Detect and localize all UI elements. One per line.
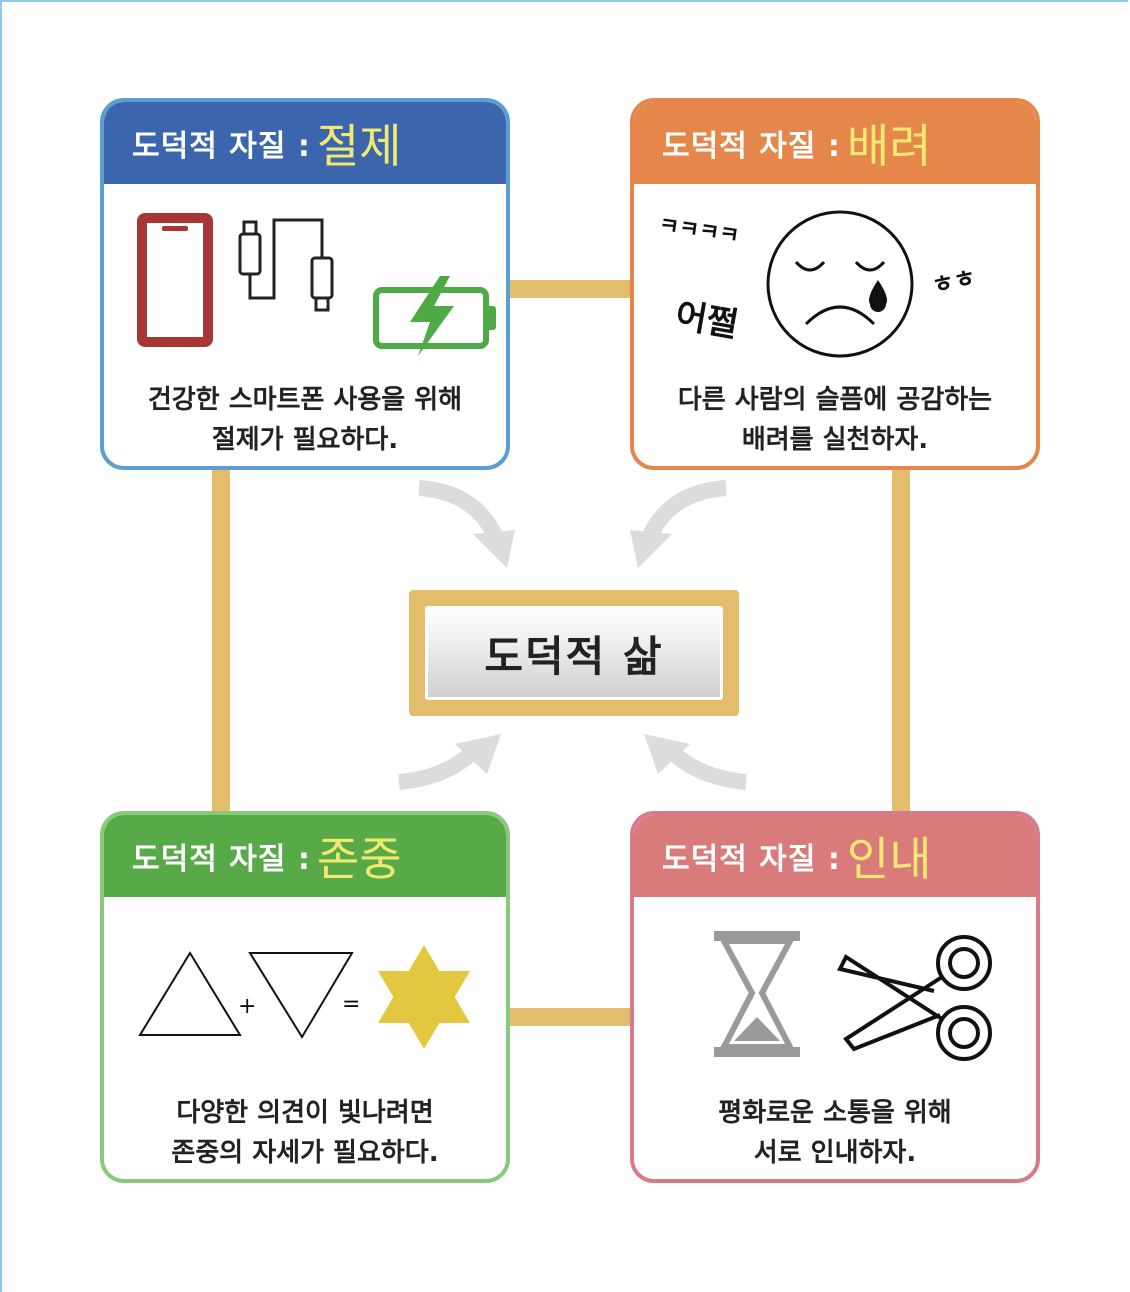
hehe-text: ㅎㅎ: [929, 263, 978, 300]
card-keyword: 존중: [316, 832, 402, 886]
card-header-label: 도덕적 자질 :: [132, 842, 311, 877]
connector-left: [212, 470, 230, 815]
card-patience: 도덕적 자질 : 인내 평화로운 소통을 위해 서로 인내하자.: [630, 811, 1040, 1183]
laugh-text: ㅋㅋㅋㅋ: [657, 213, 741, 249]
eojjeol-text: 어쩔: [672, 295, 741, 345]
smartphone-icon: [137, 213, 213, 347]
charging-battery-icon: [373, 276, 496, 356]
plus-sign: +: [238, 994, 256, 1019]
card-line: 절제가 필요하다.: [211, 425, 399, 455]
connector-right: [892, 470, 910, 815]
arrow-from-top-left: [418, 480, 515, 568]
card-line: 건강한 스마트폰 사용을 위해: [147, 385, 463, 415]
card-line: 다른 사람의 슬픔에 공감하는: [677, 385, 993, 415]
scissors-icon: [837, 935, 992, 1061]
arrow-from-bottom-left: [398, 734, 501, 790]
card-moderation: 도덕적 자질 : 절제 건강한 스마트폰 사용을 위해 절제가 필요하다.: [100, 98, 510, 470]
crying-face-icon: [766, 210, 914, 358]
star-of-david-icon: [378, 945, 470, 1049]
connector-bottom: [510, 1008, 635, 1026]
card-illustration: ㅋㅋㅋㅋ 어쩔 ㅎㅎ: [657, 210, 978, 358]
triangle-up-icon: [138, 951, 242, 1036]
card-line: 존중의 자세가 필요하다.: [171, 1138, 439, 1168]
card-header-label: 도덕적 자질 :: [662, 842, 841, 877]
card-consideration: 도덕적 자질 : 배려 ㅋㅋㅋㅋ 어쩔 ㅎㅎ 다른 사람의 슬픔에 공감하는 배…: [630, 98, 1040, 470]
card-header-label: 도덕적 자질 :: [132, 129, 311, 164]
card-description: 평화로운 소통을 위해 서로 인내하자.: [634, 1093, 1036, 1173]
center-label: 도덕적 삶: [484, 631, 664, 681]
card-keyword: 인내: [846, 832, 932, 886]
card-header: 도덕적 자질 : 배려: [634, 102, 1036, 184]
card-line: 배려를 실천하자.: [741, 425, 929, 455]
center-box: 도덕적 삶: [409, 590, 739, 716]
arrow-from-top-right: [630, 480, 727, 568]
card-header: 도덕적 자질 : 인내: [634, 815, 1036, 897]
card-description: 건강한 스마트폰 사용을 위해 절제가 필요하다.: [104, 380, 506, 460]
equals-sign: =: [342, 992, 360, 1017]
card-header: 도덕적 자질 : 절제: [104, 102, 506, 184]
center-plate: 도덕적 삶: [425, 606, 723, 700]
card-description: 다양한 의견이 빛나려면 존중의 자세가 필요하다.: [104, 1093, 506, 1173]
usb-cable-icon: [238, 218, 334, 312]
connector-top: [510, 280, 635, 298]
card-keyword: 절제: [316, 119, 402, 173]
card-illustration: + =: [138, 945, 470, 1049]
card-header-label: 도덕적 자질 :: [662, 129, 841, 164]
arrow-from-bottom-right: [644, 734, 747, 790]
card-illustration: [714, 931, 992, 1061]
card-illustration: [137, 213, 496, 356]
card-keyword: 배려: [846, 119, 932, 173]
card-line: 평화로운 소통을 위해: [718, 1098, 952, 1128]
triangle-down-icon: [248, 952, 354, 1039]
card-description: 다른 사람의 슬픔에 공감하는 배려를 실천하자.: [634, 380, 1036, 460]
card-respect: 도덕적 자질 : 존중 + = 다양한 의견이 빛나려면 존중의 자세가 필요하…: [100, 811, 510, 1183]
hourglass-icon: [714, 931, 800, 1057]
card-line: 다양한 의견이 빛나려면: [176, 1098, 434, 1128]
card-line: 서로 인내하자.: [753, 1138, 917, 1168]
card-header: 도덕적 자질 : 존중: [104, 815, 506, 897]
